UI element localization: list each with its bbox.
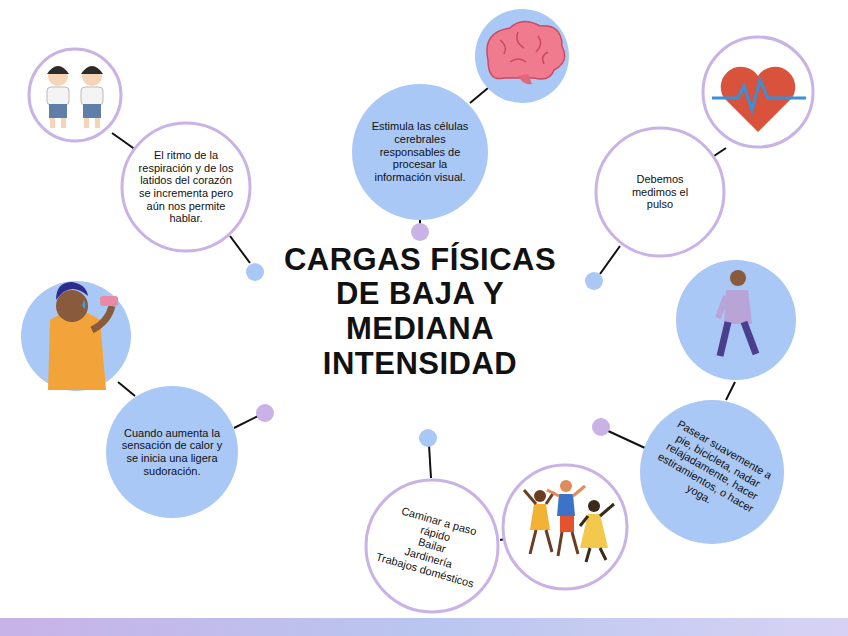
text-group: Estimula las células cerebrales responsa… xyxy=(368,120,472,183)
brain-illustration xyxy=(475,9,569,103)
text-circle: Debemos medimos el pulso xyxy=(594,126,726,258)
text-group: Debemos medimos el pulso xyxy=(618,173,702,211)
text-circle: El ritmo de la respiración y de los lati… xyxy=(120,121,252,253)
text-circle: Estimula las células cerebrales responsa… xyxy=(352,84,488,220)
sweating-person-illustration xyxy=(21,281,131,391)
node-text: Cuando aumenta la sensación de calor y s… xyxy=(120,427,224,478)
text-circle: Cuando aumenta la sensación de calor y s… xyxy=(106,386,238,518)
text-group: El ritmo de la respiración y de los lati… xyxy=(136,149,236,225)
node-text: El ritmo de la respiración y de los lati… xyxy=(136,149,236,225)
heart-illustration xyxy=(703,37,813,147)
text-circle: Pasear suavemente a pie, bicicleta, nada… xyxy=(640,400,784,544)
node-text: Estimula las células cerebrales responsa… xyxy=(368,120,472,183)
diagram-title: CARGAS FÍSICAS DE BAJA Y MEDIANA INTENSI… xyxy=(280,243,560,382)
text-group: Cuando aumenta la sensación de calor y s… xyxy=(120,427,224,478)
dancers-illustration xyxy=(503,465,627,589)
bottom-band xyxy=(0,618,848,636)
node-text: Debemos medimos el pulso xyxy=(618,173,702,211)
girls-illustration xyxy=(29,49,121,141)
text-circle: Caminar a paso rápidoBailarJardineríaTra… xyxy=(364,478,500,614)
connector-dots xyxy=(246,223,610,447)
walking-person-illustration xyxy=(676,260,796,380)
